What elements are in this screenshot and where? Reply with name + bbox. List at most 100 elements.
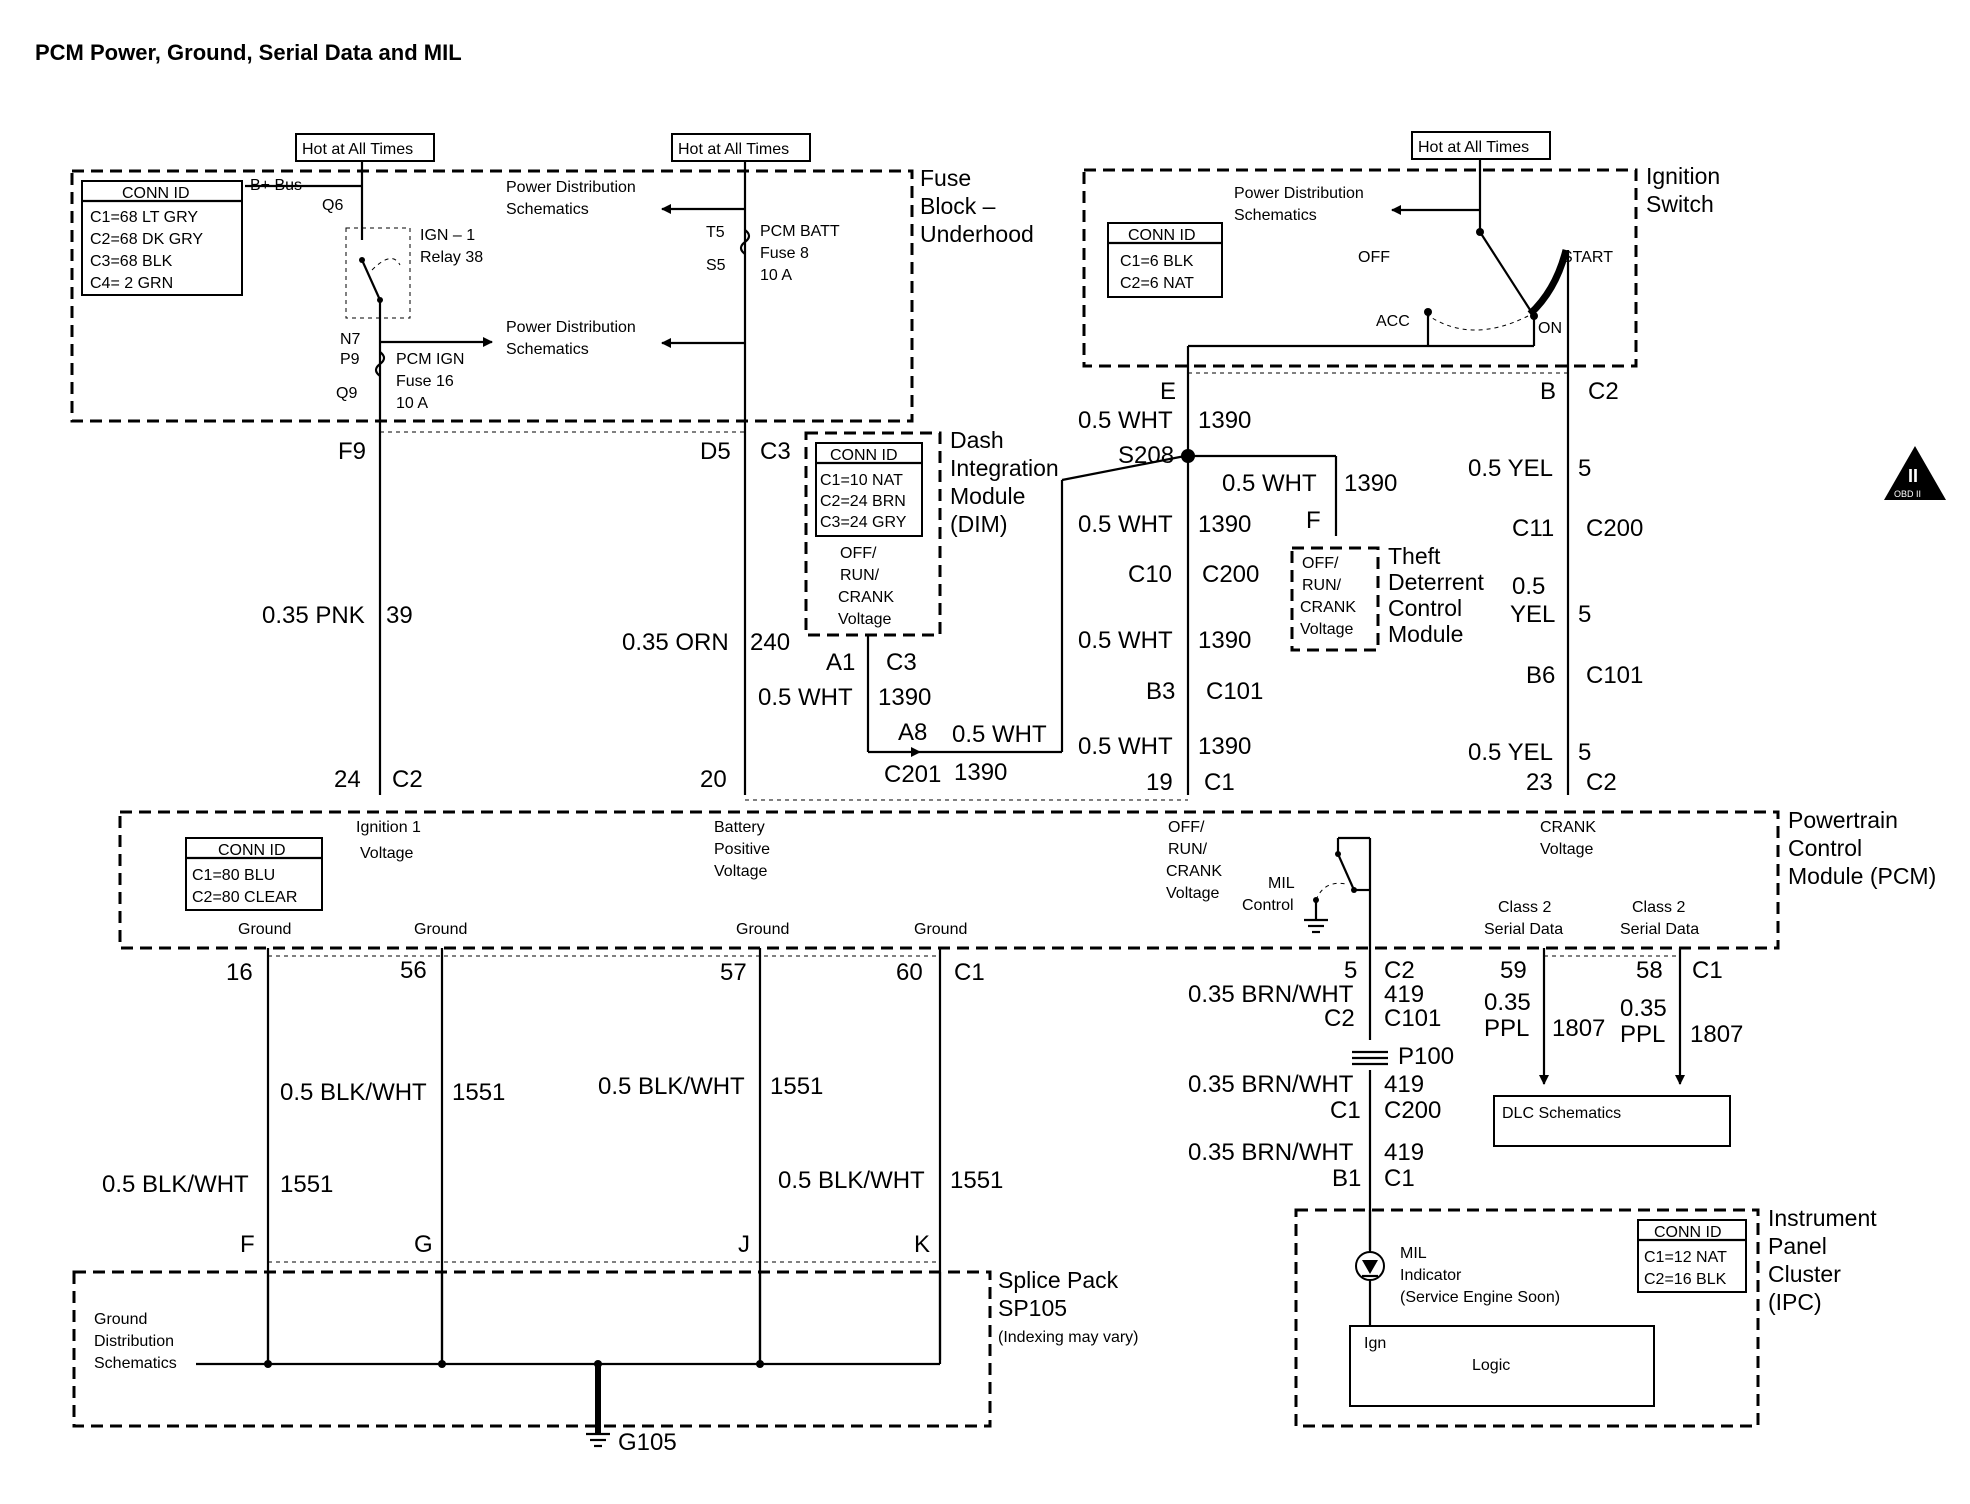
powertrain-control-module: Powertrain Control Module (PCM) CONN ID … <box>118 799 1936 950</box>
svg-text:B1: B1 <box>1332 1165 1361 1192</box>
svg-text:0.5 WHT: 0.5 WHT <box>1078 407 1173 434</box>
hot-label-2: Hot at All Times <box>678 141 789 158</box>
svg-text:C1: C1 <box>1692 957 1723 984</box>
ignition-switch: Ignition Switch Hot at All Times CONN ID… <box>1082 131 1720 368</box>
svg-text:56: 56 <box>400 957 427 984</box>
svg-text:A1: A1 <box>826 649 855 676</box>
svg-text:C200: C200 <box>1384 1097 1441 1124</box>
svg-text:CONN ID: CONN ID <box>1128 227 1196 244</box>
mil-diode-icon <box>1362 1260 1378 1274</box>
svg-text:10 A: 10 A <box>396 395 428 412</box>
svg-text:RUN/: RUN/ <box>1302 577 1342 594</box>
svg-text:Relay 38: Relay 38 <box>420 249 483 266</box>
hot-label-3: Hot at All Times <box>1418 139 1529 156</box>
svg-text:G: G <box>414 1231 433 1258</box>
svg-text:P100: P100 <box>1398 1043 1454 1070</box>
svg-text:CONN ID: CONN ID <box>218 842 286 859</box>
svg-text:C1: C1 <box>1384 1165 1415 1192</box>
svg-text:C1=6 BLK: C1=6 BLK <box>1120 253 1194 270</box>
svg-text:Schematics: Schematics <box>1234 207 1317 224</box>
obd-ii-badge: II OBD II <box>1884 446 1946 500</box>
svg-text:K: K <box>914 1231 930 1258</box>
svg-text:ACC: ACC <box>1376 313 1410 330</box>
svg-text:Schematics: Schematics <box>506 341 589 358</box>
svg-text:1390: 1390 <box>1198 407 1251 434</box>
svg-text:5: 5 <box>1578 455 1591 482</box>
wire-wht-1390-main: 0.5 WHT 1390 S208 0.5 WHT 1390 F 0.5 WHT… <box>1078 366 1397 796</box>
svg-text:59: 59 <box>1500 957 1527 984</box>
svg-text:0.35 BRN/WHT: 0.35 BRN/WHT <box>1188 1139 1354 1166</box>
svg-text:S208: S208 <box>1118 442 1174 469</box>
svg-text:OBD II: OBD II <box>1894 489 1921 499</box>
svg-text:C2: C2 <box>1586 769 1617 796</box>
svg-text:1807: 1807 <box>1690 1021 1743 1048</box>
svg-text:1390: 1390 <box>1344 470 1397 497</box>
svg-text:1390: 1390 <box>1198 733 1251 760</box>
svg-text:Voltage: Voltage <box>838 611 891 628</box>
svg-text:Schematics: Schematics <box>94 1355 177 1372</box>
svg-text:Module: Module <box>1388 621 1463 647</box>
svg-text:C101: C101 <box>1206 678 1263 705</box>
svg-text:0.5 BLK/WHT: 0.5 BLK/WHT <box>280 1079 427 1106</box>
svg-text:C1=12 NAT: C1=12 NAT <box>1644 1249 1727 1266</box>
svg-text:F: F <box>1306 507 1321 534</box>
svg-text:1551: 1551 <box>770 1073 823 1100</box>
dlc-schematics-box[interactable]: DLC Schematics <box>1493 1095 1731 1147</box>
svg-text:1551: 1551 <box>950 1167 1003 1194</box>
svg-text:CONN ID: CONN ID <box>830 447 898 464</box>
svg-text:DLC Schematics: DLC Schematics <box>1502 1105 1621 1122</box>
svg-text:G105: G105 <box>618 1429 677 1456</box>
svg-text:START: START <box>1562 249 1613 266</box>
svg-text:J: J <box>738 1231 750 1258</box>
svg-text:Power Distribution: Power Distribution <box>1234 185 1364 202</box>
svg-text:Control: Control <box>1388 595 1462 621</box>
svg-text:Control: Control <box>1788 835 1862 861</box>
wire-pnk-39: 0.35 PNK 39 24 C2 <box>262 420 423 795</box>
svg-text:Dash: Dash <box>950 427 1004 453</box>
svg-text:0.5 BLK/WHT: 0.5 BLK/WHT <box>598 1073 745 1100</box>
svg-text:(Service Engine Soon): (Service Engine Soon) <box>1400 1289 1560 1306</box>
svg-text:0.5 WHT: 0.5 WHT <box>1078 627 1173 654</box>
svg-text:C1=80 BLU: C1=80 BLU <box>192 867 275 884</box>
svg-text:Schematics: Schematics <box>506 201 589 218</box>
svg-text:Fuse: Fuse <box>920 165 971 191</box>
page-title: PCM Power, Ground, Serial Data and MIL <box>35 40 462 65</box>
svg-text:57: 57 <box>720 959 747 986</box>
svg-text:0.35 BRN/WHT: 0.35 BRN/WHT <box>1188 1071 1354 1098</box>
svg-text:C1=68 LT GRY: C1=68 LT GRY <box>90 209 198 226</box>
svg-text:OFF/: OFF/ <box>1168 819 1205 836</box>
svg-text:Ignition: Ignition <box>1646 163 1720 189</box>
svg-text:B+ Bus: B+ Bus <box>250 177 302 194</box>
svg-text:0.35 PNK: 0.35 PNK <box>262 602 365 629</box>
wire-ppl-1807: 59 58 C1 0.35 PPL 1807 0.35 PPL 1807 <box>1484 948 1743 1085</box>
svg-text:OFF/: OFF/ <box>840 545 877 562</box>
instrument-panel-cluster: Instrument Panel Cluster (IPC) CONN ID C… <box>1294 1205 1877 1428</box>
svg-text:B: B <box>1540 378 1556 405</box>
svg-text:CONN ID: CONN ID <box>122 185 190 202</box>
svg-text:P9: P9 <box>340 351 360 368</box>
svg-text:A8: A8 <box>898 719 927 746</box>
svg-text:IGN – 1: IGN – 1 <box>420 227 475 244</box>
svg-text:Q9: Q9 <box>336 385 357 402</box>
svg-text:19: 19 <box>1146 769 1173 796</box>
svg-text:0.5 WHT: 0.5 WHT <box>758 684 853 711</box>
svg-text:5: 5 <box>1578 601 1591 628</box>
svg-text:PCM BATT: PCM BATT <box>760 223 840 240</box>
svg-text:Instrument: Instrument <box>1768 1205 1877 1231</box>
svg-text:Ignition 1: Ignition 1 <box>356 819 421 836</box>
svg-text:C1: C1 <box>954 959 985 986</box>
svg-text:C2=68 DK GRY: C2=68 DK GRY <box>90 231 203 248</box>
svg-text:Voltage: Voltage <box>360 845 413 862</box>
svg-text:1390: 1390 <box>878 684 931 711</box>
svg-text:C1=10 NAT: C1=10 NAT <box>820 472 903 489</box>
svg-text:0.35: 0.35 <box>1484 989 1531 1016</box>
svg-text:Ground: Ground <box>94 1311 147 1328</box>
svg-text:MIL: MIL <box>1400 1245 1427 1262</box>
svg-text:F: F <box>240 1231 255 1258</box>
svg-text:RUN/: RUN/ <box>840 567 880 584</box>
svg-text:Fuse 16: Fuse 16 <box>396 373 454 390</box>
svg-text:E: E <box>1160 378 1176 405</box>
svg-text:C2=24 BRN: C2=24 BRN <box>820 493 906 510</box>
svg-text:0.5 WHT: 0.5 WHT <box>1222 470 1317 497</box>
svg-text:C11: C11 <box>1512 515 1554 542</box>
